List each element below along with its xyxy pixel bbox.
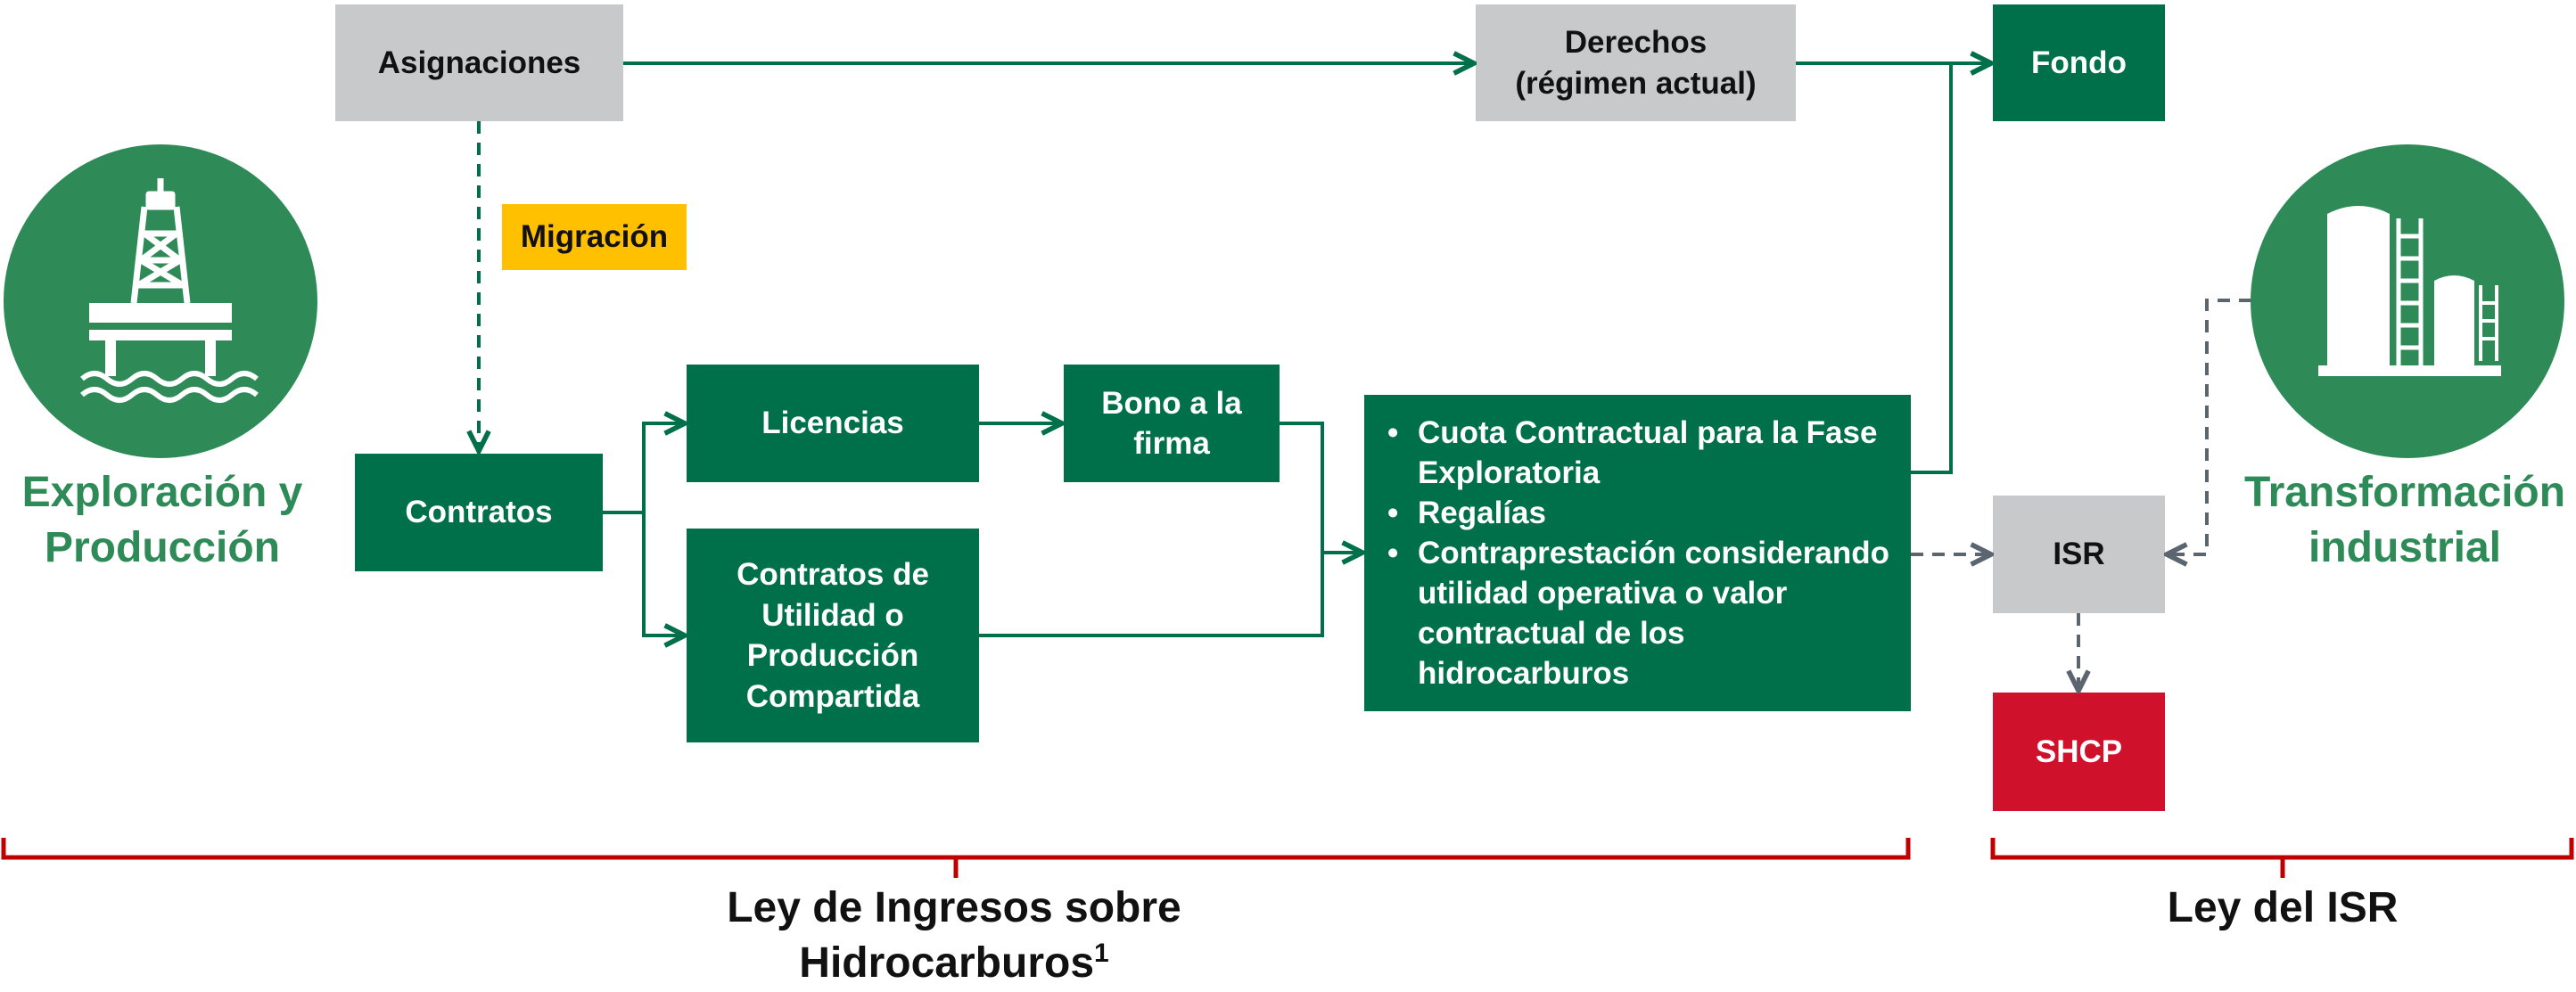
fondo-box: Fondo [1993, 4, 2165, 121]
bracket-lih [1, 838, 1911, 878]
arrow-contratos-licencias [603, 423, 685, 514]
contratos-box: Contratos [355, 454, 603, 571]
isr-box: ISR [1993, 496, 2165, 613]
contratos-label: Contratos [405, 495, 553, 530]
bono-box: Bono a la firma [1064, 365, 1280, 482]
migracion-badge: Migración [502, 204, 687, 270]
lih-footnote: 1 [1094, 939, 1109, 969]
isr-law-label: Ley del ISR [2095, 881, 2470, 936]
oil-platform-icon [4, 144, 317, 458]
derechos-box: Derechos (régimen actual) [1476, 4, 1796, 121]
lih-law-line2: Hidrocarburos [799, 939, 1095, 988]
isr-label: ISR [2053, 537, 2105, 572]
licencias-box: Licencias [687, 365, 979, 482]
arrow-utilidad-payments [979, 553, 1324, 637]
refinery-tanks-icon [2251, 144, 2564, 458]
asignaciones-label: Asignaciones [377, 45, 581, 80]
lih-law-line1: Ley de Ingresos sobre [727, 884, 1181, 931]
arrow-bono-payments [1280, 422, 1362, 553]
lih-law-label: Ley de Ingresos sobre Hidrocarburos1 [606, 881, 1302, 992]
payment-item-contraprestacion: Contraprestación considerando utilidad o… [1382, 533, 1893, 693]
shcp-box: SHCP [1993, 693, 2165, 811]
arrow-transformacion-isr [2167, 299, 2251, 554]
arrow-contratos-utilidad [642, 512, 685, 635]
asignaciones-box: Asignaciones [335, 4, 623, 121]
utilidad-label: Contratos de Utilidad o Producción Compa… [737, 557, 929, 714]
bono-label: Bono a la firma [1101, 385, 1242, 462]
migracion-label: Migración [520, 219, 669, 255]
shcp-label: SHCP [2035, 734, 2123, 769]
arrow-payments-fondo [1911, 63, 1991, 474]
transformacion-label: Transformación industrial [2243, 469, 2566, 572]
bracket-isr [1990, 838, 2574, 878]
payments-list: Cuota Contractual para la Fase Explorato… [1364, 395, 1911, 711]
licencias-label: Licencias [761, 406, 904, 441]
payment-item-regalias: Regalías [1382, 493, 1893, 533]
derechos-label: Derechos (régimen actual) [1515, 25, 1757, 101]
utilidad-box: Contratos de Utilidad o Producción Compa… [687, 529, 979, 742]
exploracion-label: Exploración y Producción [21, 469, 303, 572]
payment-item-cuota: Cuota Contractual para la Fase Explorato… [1382, 413, 1893, 493]
fondo-label: Fondo [2031, 45, 2127, 80]
isr-law-text: Ley del ISR [2167, 884, 2399, 931]
